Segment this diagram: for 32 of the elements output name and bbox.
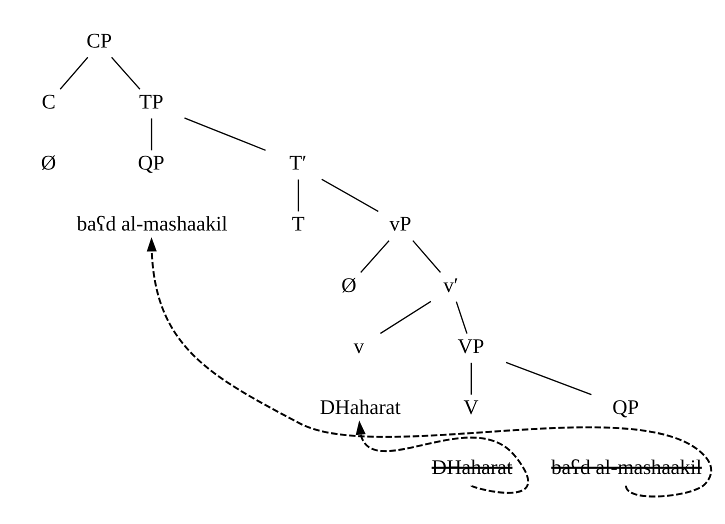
node-text: T′ xyxy=(289,151,307,174)
node-text: C xyxy=(42,90,56,114)
connector xyxy=(184,116,266,150)
connector xyxy=(360,240,390,272)
node-text: DHaharat xyxy=(432,455,512,478)
node-text: baʕd al-mashaakil xyxy=(551,455,702,478)
arrow xyxy=(356,420,529,494)
node-text: QP xyxy=(612,396,639,418)
connector xyxy=(506,361,592,395)
node-text: TP xyxy=(139,90,164,114)
node-text: CP xyxy=(86,28,112,52)
node-text: DHaharat xyxy=(320,396,401,418)
connector xyxy=(111,56,140,90)
connector xyxy=(298,179,300,211)
node-text: QP xyxy=(138,151,164,174)
node-text: VP xyxy=(458,334,484,358)
node-text: T xyxy=(292,212,305,236)
connector xyxy=(150,118,152,150)
node-text: baʕd al-mashaakil xyxy=(76,212,228,236)
connector xyxy=(60,56,88,90)
node-text: v xyxy=(354,334,364,358)
connector xyxy=(321,178,379,212)
connector xyxy=(380,300,432,334)
label: Ø xyxy=(41,151,56,174)
connector xyxy=(456,301,468,334)
connector xyxy=(470,362,472,394)
node-text: vP xyxy=(389,212,412,236)
node-text: V xyxy=(464,396,479,418)
node-text: Ø xyxy=(341,273,356,296)
connector xyxy=(412,240,441,272)
node-text: v′ xyxy=(443,273,458,296)
arrow xyxy=(146,236,712,497)
